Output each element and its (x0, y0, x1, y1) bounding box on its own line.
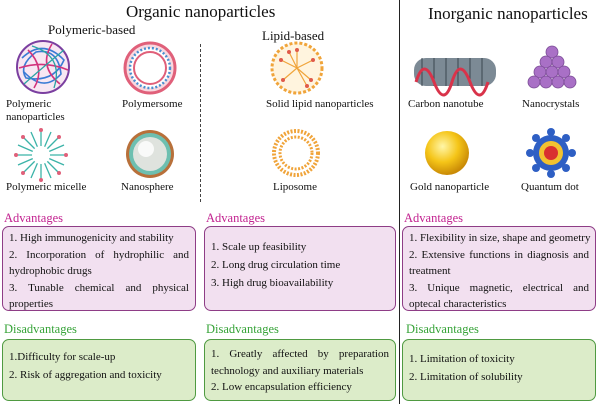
inorganic-title: Inorganic nanoparticles (428, 4, 588, 23)
advantages-box-polymeric: 1. High immunogenicity and stability 2. … (2, 226, 196, 311)
nanocrystal-pyramid-icon (527, 45, 577, 89)
disadvantages-box-polymeric: 1.Difficulty for scale-up 2. Risk of agg… (2, 339, 196, 401)
disadvantage-item: 1. Limitation of toxicity (409, 353, 515, 365)
disadvantages-box-inorganic: 1. Limitation of toxicity 2. Limitation … (402, 339, 596, 401)
advantage-item: 1. Scale up feasibility (211, 241, 307, 253)
nanosphere-icon (126, 130, 174, 178)
polymeric-micelle-label: Polymeric micelle (6, 181, 87, 193)
disadvantage-item: 2. Limitation of solubility (409, 371, 523, 383)
liposome-label: Liposome (273, 181, 317, 193)
advantages-title-polymeric: Advantages (4, 211, 64, 225)
disadvantages-box-lipid: 1. Greatly affected by preparation techn… (204, 339, 396, 401)
polymeric-nanoparticles-label: Polymeric nanoparticles (6, 98, 65, 123)
advantages-box-inorganic: 1. Flexibility in size, shape and geomet… (402, 226, 596, 311)
organic-title: Organic nanoparticles (126, 2, 276, 21)
nanocrystals-label: Nanocrystals (522, 98, 580, 110)
polymersome-bilayer-icon (123, 41, 177, 95)
quantum-dot-icon (526, 128, 576, 178)
advantage-item: 3. Unique magnetic, electrical and optec… (409, 281, 589, 311)
advantage-item: 3. High drug bioavailability (211, 277, 334, 289)
advantages-title-lipid: Advantages (206, 211, 266, 225)
carbon-nanotube-icon (414, 58, 496, 97)
advantage-item: 1. Flexibility in size, shape and geomet… (409, 232, 591, 244)
quantum-dot-label: Quantum dot (521, 181, 579, 193)
advantage-item: 3. Tunable chemical and physical propert… (9, 281, 189, 311)
advantage-item: 1. High immunogenicity and stability (9, 232, 174, 244)
organic-divider (200, 44, 201, 202)
disadvantages-title-inorganic: Disadvantages (406, 322, 479, 336)
micelle-icon (14, 128, 68, 182)
carbon-nanotube-label: Carbon nanotube (408, 98, 484, 110)
polymeric-subtitle: Polymeric-based (48, 22, 136, 37)
organic-inorganic-divider (399, 0, 400, 404)
gold-nanoparticle-label: Gold nanoparticle (410, 181, 490, 193)
advantage-item: 2. Incorporation of hydrophilic and hydr… (9, 248, 189, 278)
advantage-item: 2. Long drug circulation time (211, 259, 341, 271)
gold-sphere-icon (425, 131, 469, 175)
tangled-polymer-sphere-icon (16, 40, 70, 94)
disadvantage-item: 2. Low encapsulation efficiency (211, 381, 352, 393)
disadvantage-item: 1. Greatly affected by preparation techn… (211, 348, 389, 377)
disadvantages-title-polymeric: Disadvantages (4, 322, 77, 336)
disadvantages-title-lipid: Disadvantages (206, 322, 279, 336)
nanosphere-label: Nanosphere (121, 181, 174, 193)
lipid-subtitle: Lipid-based (262, 28, 325, 43)
advantage-item: 2. Extensive functions in diagnosis and … (409, 248, 589, 278)
solid-lipid-label: Solid lipid nanoparticles (266, 98, 374, 110)
solid-lipid-nanoparticle-icon (270, 41, 324, 95)
advantages-title-inorganic: Advantages (404, 211, 464, 225)
polymersome-label: Polymersome (122, 98, 183, 110)
advantages-box-lipid: 1. Scale up feasibility 2. Long drug cir… (204, 226, 396, 311)
disadvantage-item: 2. Risk of aggregation and toxicity (9, 369, 162, 381)
disadvantage-item: 1.Difficulty for scale-up (9, 351, 116, 363)
liposome-icon (272, 129, 320, 177)
